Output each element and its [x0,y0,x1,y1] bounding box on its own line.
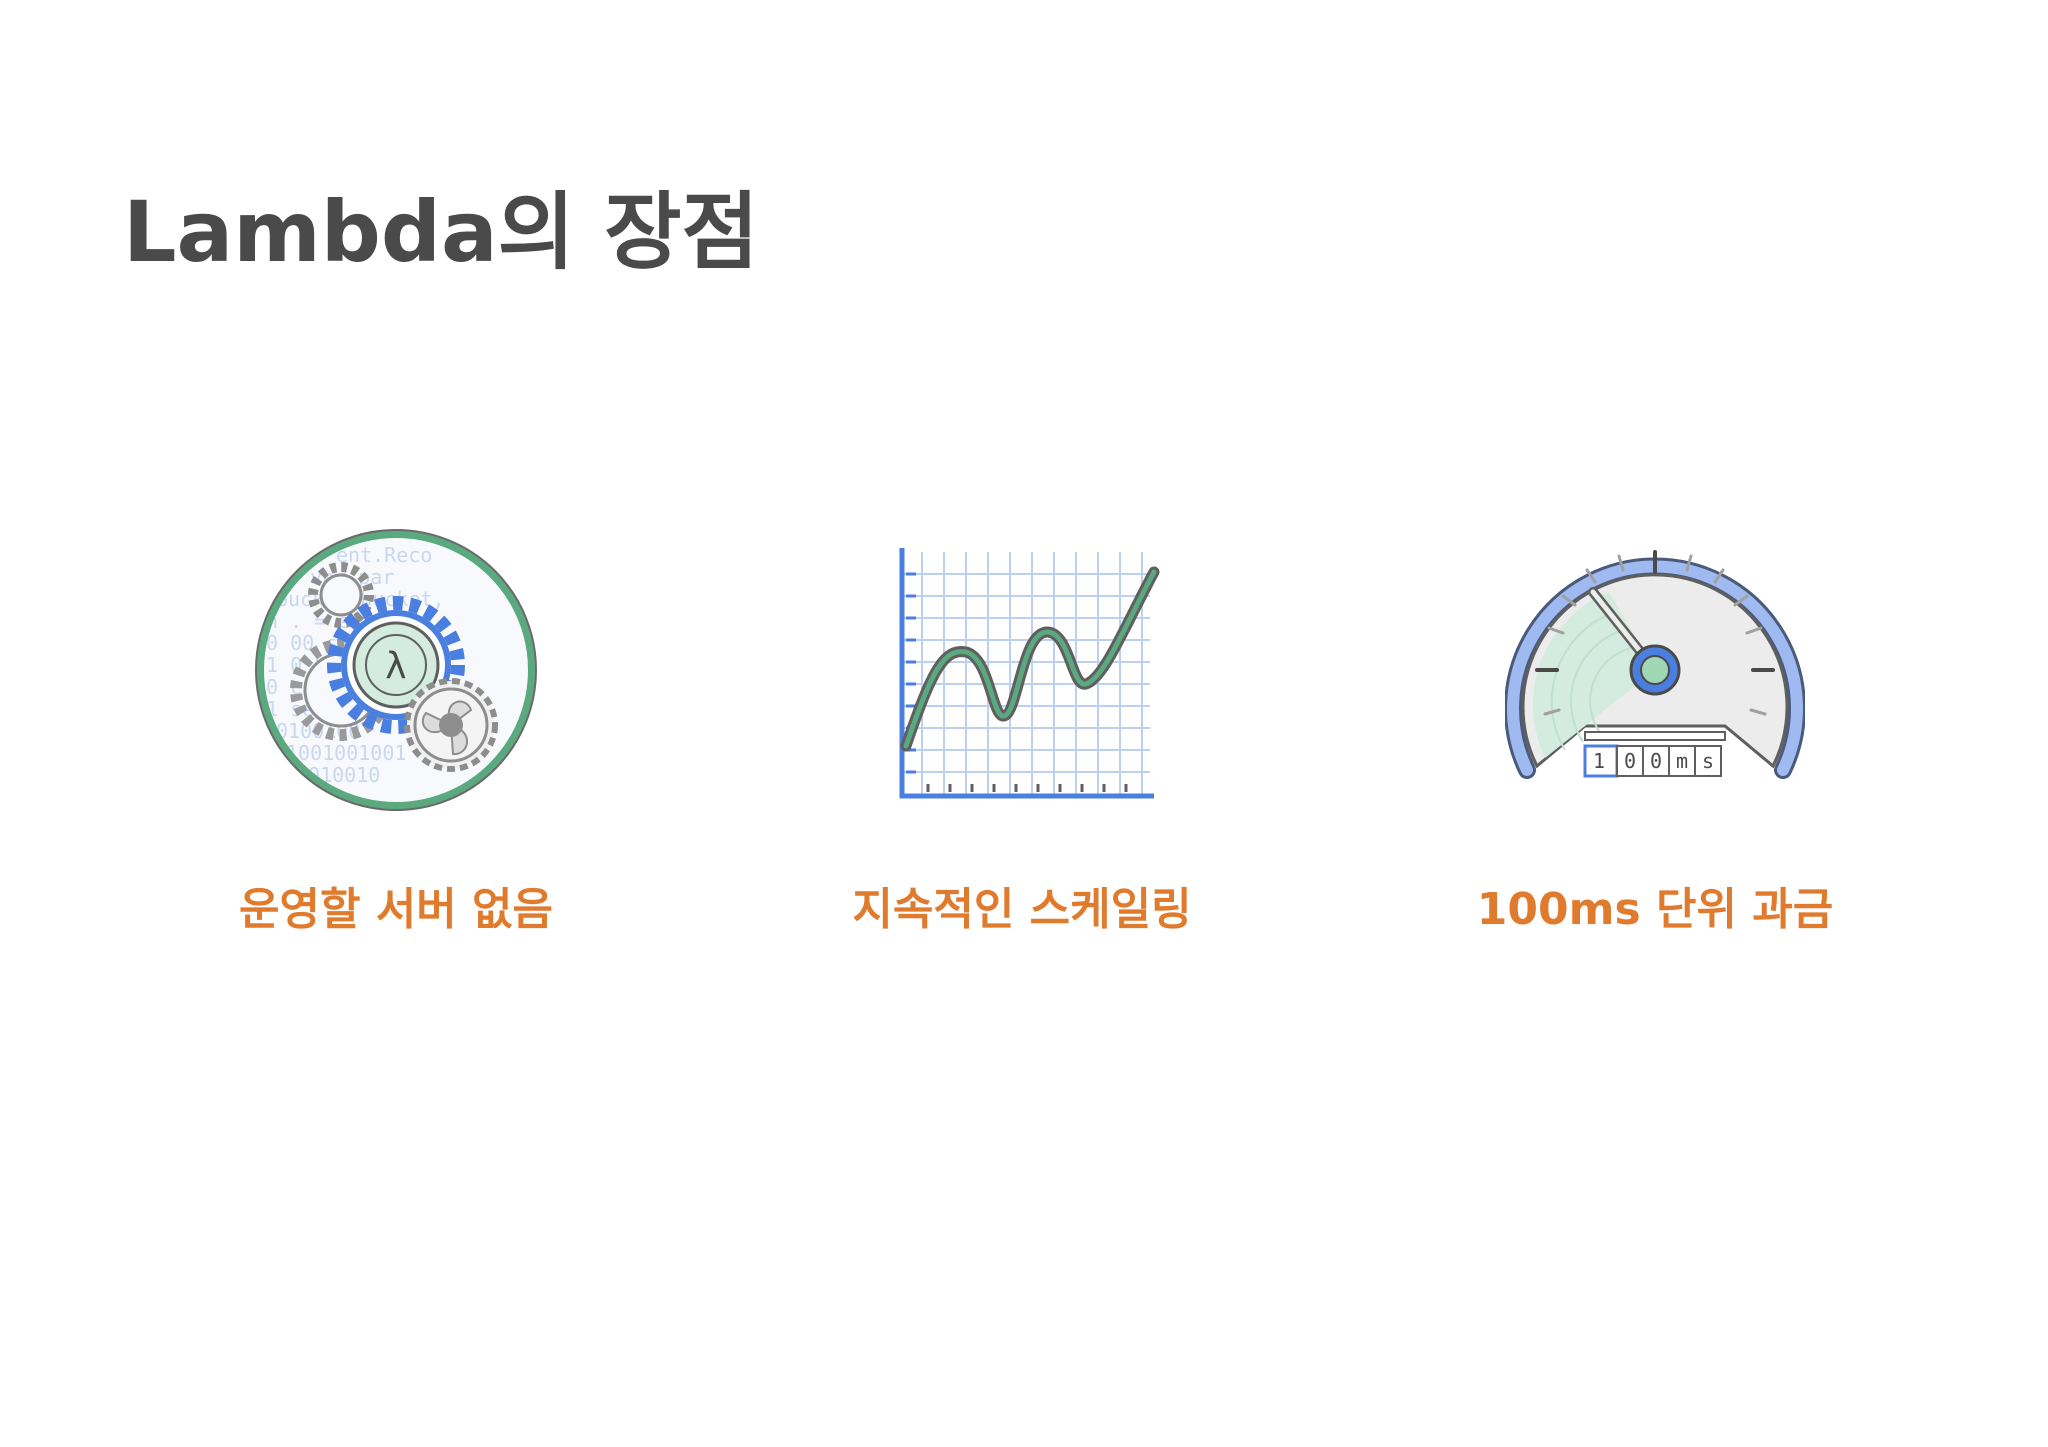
meter-digit: 0 [1624,749,1636,773]
meter-digit: 0 [1650,749,1662,773]
meter-digit: 1 [1593,749,1605,773]
feature-caption: 운영할 서버 없음 [239,884,553,935]
feature-caption: 100ms 단위 과금 [1476,884,1834,935]
feature-billing-100ms: 1 0 0 m s 100ms 단위 과금 [1355,520,1955,980]
feature-caption: 지속적인 스케일링 [852,884,1192,935]
meter-readout: 1 0 0 m s [1583,744,1722,778]
speedometer-icon: 1 0 0 m s [1504,520,1806,820]
svg-text:1001001001: 1001001001 [286,741,406,765]
svg-text:ent.Reco: ent.Reco [336,543,432,567]
gears-lambda-icon: ent.Reco v var par bucket bucket, h . = … [246,520,546,820]
svg-text:λ: λ [385,646,407,687]
feature-continuous-scaling: 지속적인 스케일링 [722,520,1322,980]
meter-digit: m [1676,749,1688,773]
scaling-chart-icon [872,520,1172,820]
slide-title: Lambda의 장점 [123,183,759,281]
meter-digit: s [1702,749,1714,773]
feature-no-servers: ent.Reco v var par bucket bucket, h . = … [96,520,696,980]
